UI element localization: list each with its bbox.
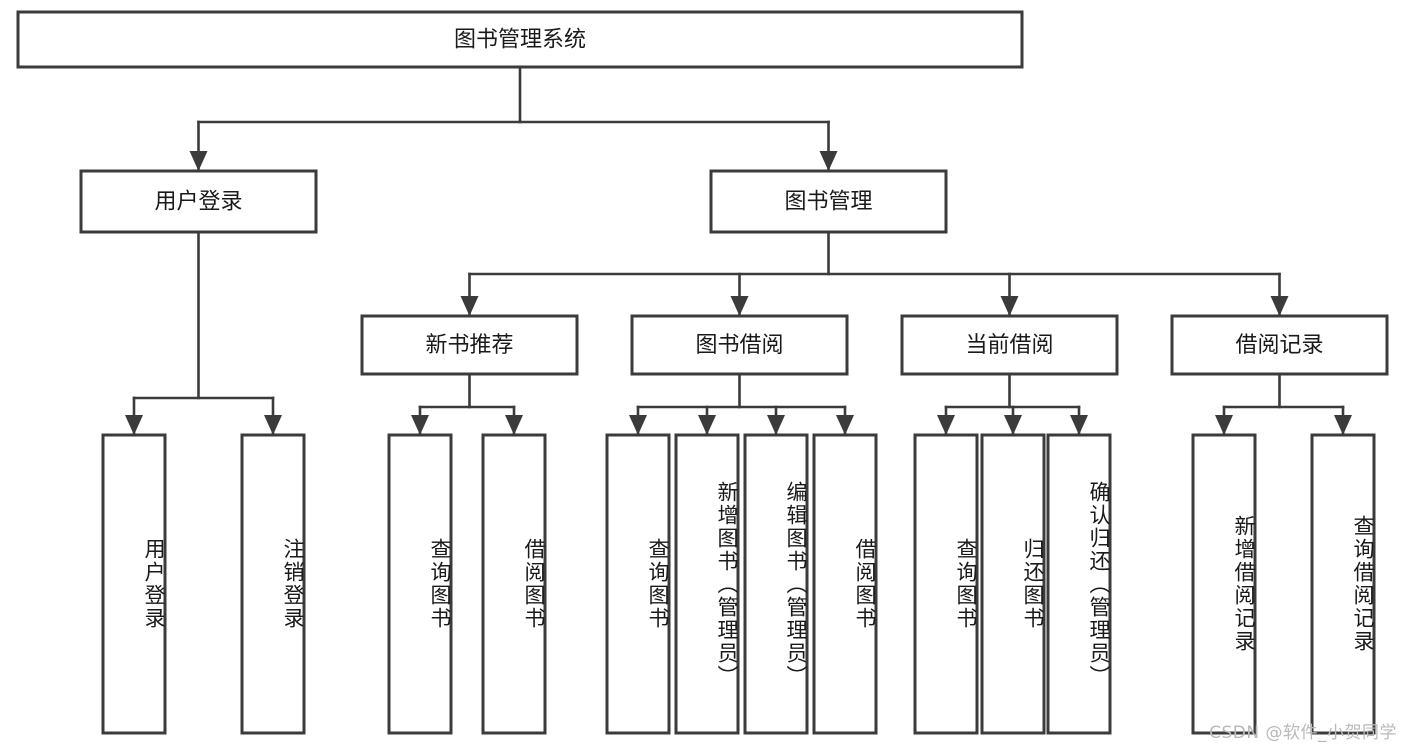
node-box-leaf-query-record[interactable]	[1310, 433, 1376, 735]
arrow-head-icon	[1070, 415, 1088, 435]
arrow-head-icon	[1215, 415, 1233, 435]
node-box-current-borrow[interactable]	[900, 314, 1119, 376]
node-box-leaf-query-book-b[interactable]	[605, 433, 671, 735]
arrow-head-icon	[819, 151, 838, 171]
node-box-leaf-edit-book[interactable]	[743, 433, 809, 735]
node-box-layer	[16, 10, 1389, 735]
node-box-new-book-recommend[interactable]	[360, 314, 579, 376]
node-box-user-login[interactable]	[79, 169, 318, 234]
node-box-leaf-add-record[interactable]	[1191, 433, 1257, 735]
arrow-head-icon	[264, 415, 282, 435]
node-box-leaf-logout[interactable]	[240, 433, 306, 735]
connector-layer	[125, 65, 1352, 436]
arrow-head-icon	[730, 296, 749, 316]
node-box-leaf-user-login[interactable]	[101, 433, 167, 735]
node-box-root[interactable]	[16, 10, 1024, 69]
node-label-book-manage: 图书管理	[784, 190, 872, 215]
node-label-new-book-recommend: 新书推荐	[425, 333, 513, 358]
arrow-head-icon	[125, 415, 143, 435]
node-label-current-borrow: 当前借阅	[965, 333, 1053, 358]
arrow-head-icon	[460, 296, 479, 316]
watermark-text: CSDN @软件_小贺同学	[1209, 723, 1397, 743]
arrow-head-icon	[937, 415, 955, 435]
node-box-borrow-record[interactable]	[1170, 314, 1389, 376]
node-box-leaf-add-book[interactable]	[674, 433, 740, 735]
arrow-head-icon	[1334, 415, 1352, 435]
node-box-leaf-query-book-a[interactable]	[387, 433, 453, 735]
node-box-book-manage[interactable]	[709, 169, 948, 234]
node-label-root: 图书管理系统	[454, 28, 586, 53]
node-box-leaf-borrow-book-a[interactable]	[481, 433, 547, 735]
arrow-head-icon	[629, 415, 647, 435]
arrow-head-icon	[1004, 415, 1022, 435]
node-label-borrow-record: 借阅记录	[1235, 333, 1323, 358]
node-box-leaf-query-book-c[interactable]	[913, 433, 979, 735]
arrow-head-icon	[1000, 296, 1019, 316]
node-box-leaf-confirm-return[interactable]	[1046, 433, 1112, 735]
arrow-head-icon	[505, 415, 523, 435]
node-label-user-login: 用户登录	[154, 190, 242, 215]
arrow-head-icon	[1270, 296, 1289, 316]
node-box-book-borrow[interactable]	[630, 314, 849, 376]
node-box-leaf-borrow-book-b[interactable]	[812, 433, 878, 735]
arrow-head-icon	[767, 415, 785, 435]
arrow-head-icon	[698, 415, 716, 435]
node-box-leaf-return-book[interactable]	[980, 433, 1046, 735]
arrow-head-icon	[189, 151, 208, 171]
node-label-book-borrow: 图书借阅	[695, 333, 783, 358]
arrow-head-icon	[836, 415, 854, 435]
arrow-head-icon	[411, 415, 429, 435]
